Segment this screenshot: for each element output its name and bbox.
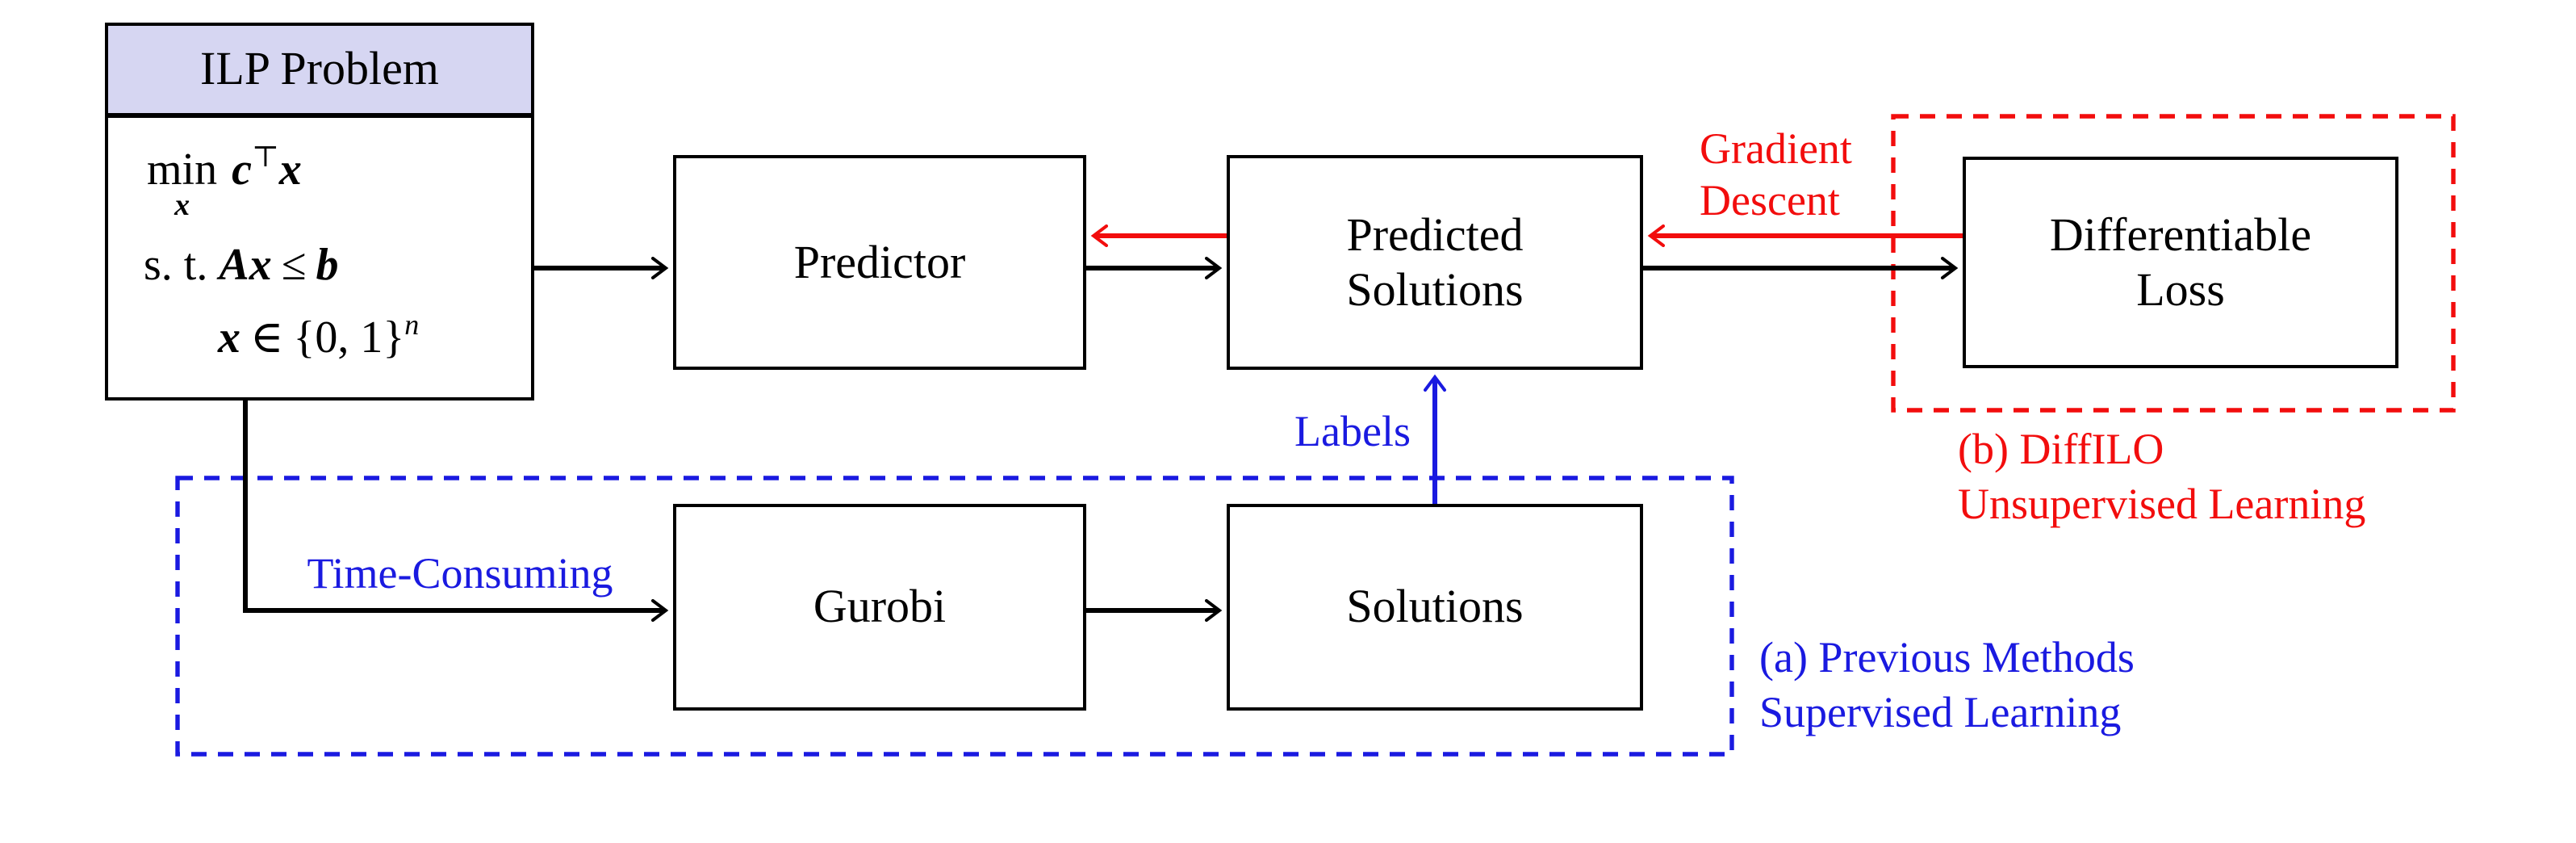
math-variable-x: x [278, 145, 302, 195]
time-consuming-annotation: Time-Consuming [307, 549, 613, 598]
predictor-label: Predictor [793, 237, 966, 288]
diffilo-dashed-box [1891, 114, 2456, 413]
math-domain-set: {0, 1} [293, 313, 405, 363]
caption-diffilo-line2: Unsupervised Learning [1958, 480, 2366, 528]
predicted-solutions-label-line2: Solutions [1346, 264, 1524, 316]
math-element-of: ∈ [250, 313, 284, 363]
predicted-solutions-label-line1: Predicted [1346, 209, 1524, 261]
caption-previous-methods-line1: (a) Previous Methods [1759, 633, 2135, 682]
node-differentiable-loss: Differentiable Loss [1963, 157, 2398, 368]
math-subject-to: s. t. [144, 241, 208, 291]
gradient-descent-line1: Gradient [1700, 124, 1852, 173]
caption-diffilo: (b) DiffILO Unsupervised Learning [1958, 422, 2365, 531]
caption-diffilo-line1: (b) DiffILO [1958, 425, 2164, 473]
math-constraint-lhs: Ax [219, 241, 272, 291]
differentiable-loss-label-line1: Differentiable [2049, 209, 2312, 261]
node-solutions: Solutions [1227, 504, 1643, 711]
caption-previous-methods-line2: Supervised Learning [1759, 688, 2122, 736]
caption-previous-methods: (a) Previous Methods Supervised Learning [1759, 630, 2135, 740]
node-predictor: Predictor [673, 155, 1086, 370]
gurobi-label: Gurobi [813, 581, 947, 633]
math-domain: x∈{0, 1}n [218, 308, 419, 365]
math-cost-vector: c [232, 145, 252, 195]
solutions-label: Solutions [1346, 581, 1524, 633]
math-constraint: s. t. Ax≤b [144, 241, 339, 292]
node-predicted-solutions: Predicted Solutions [1227, 155, 1643, 370]
math-leq: ≤ [281, 241, 307, 291]
math-constraint-rhs: b [316, 241, 339, 291]
node-gurobi: Gurobi [673, 504, 1086, 711]
math-transpose: ⊤ [252, 140, 279, 173]
math-domain-var: x [218, 313, 240, 363]
differentiable-loss-label-line2: Loss [2136, 264, 2225, 316]
gradient-descent-annotation: Gradient Descent [1700, 123, 1852, 226]
labels-annotation: Labels [1294, 407, 1411, 455]
previous-methods-dashed-box [175, 476, 1734, 757]
ilp-problem-title: ILP Problem [200, 43, 439, 94]
gradient-descent-line2: Descent [1700, 176, 1840, 224]
ilp-problem-header: ILP Problem [108, 26, 531, 118]
math-min-subscript: x [174, 189, 190, 223]
arrow-ilp-to-gurobi [243, 401, 669, 622]
math-domain-exponent: n [404, 308, 420, 341]
